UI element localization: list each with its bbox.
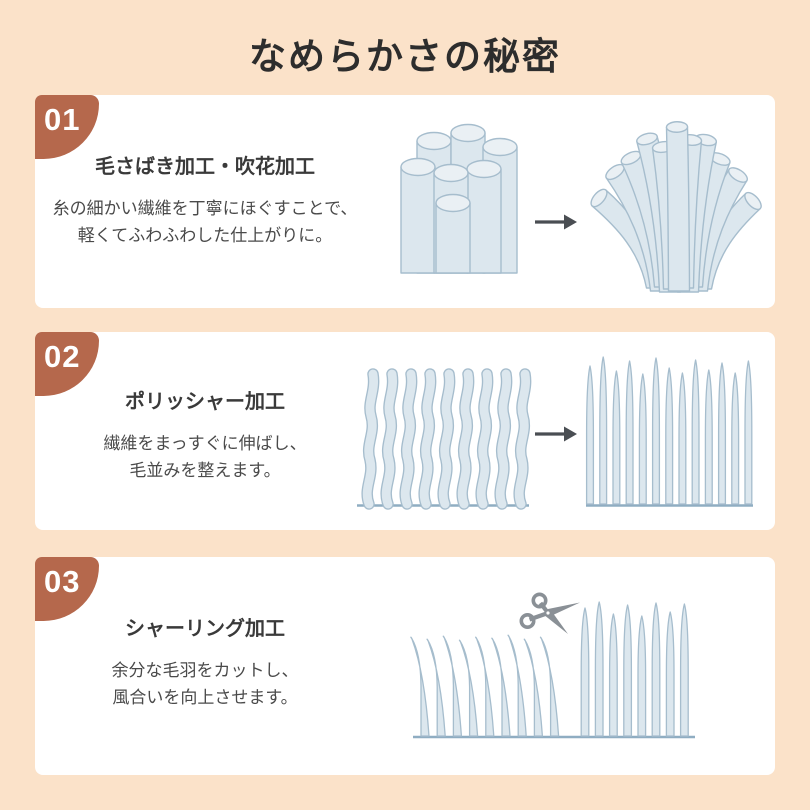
scissors-icon: [519, 592, 580, 634]
step-card-3: 03 シャーリング加工 余分な毛羽をカットし、 風合いを向上させます。: [35, 557, 775, 775]
step-heading-1: 毛さばき加工・吹花加工: [95, 156, 315, 178]
step-description-line: 風合いを向上させます。: [112, 688, 298, 707]
step-number-badge-3: 03: [35, 557, 99, 621]
step-description-line: 毛並みを整えます。: [129, 461, 281, 480]
step-description-line: 軽くてふわふわした仕上がりに。: [77, 226, 333, 245]
step-card-1: 01 毛さばき加工・吹花加工 糸の細かい繊維を丁寧にほぐすことで、 軽くてふわふ…: [35, 95, 775, 308]
step-description-line: 糸の細かい繊維を丁寧にほぐすことで、: [52, 199, 358, 218]
step-number-badge-1: 01: [35, 95, 99, 159]
step-heading-3: シャーリング加工: [125, 618, 285, 640]
page-title: なめらかさの秘密: [249, 36, 561, 77]
step-description-line: 繊維をまっすぐに伸ばし、: [103, 434, 307, 453]
step-card-2: 02 ポリッシャー加工 繊維をまっすぐに伸ばし、 毛並みを整えます。: [35, 332, 775, 530]
step-heading-2: ポリッシャー加工: [125, 391, 285, 413]
step-description-line: 余分な毛羽をカットし、: [111, 661, 299, 680]
